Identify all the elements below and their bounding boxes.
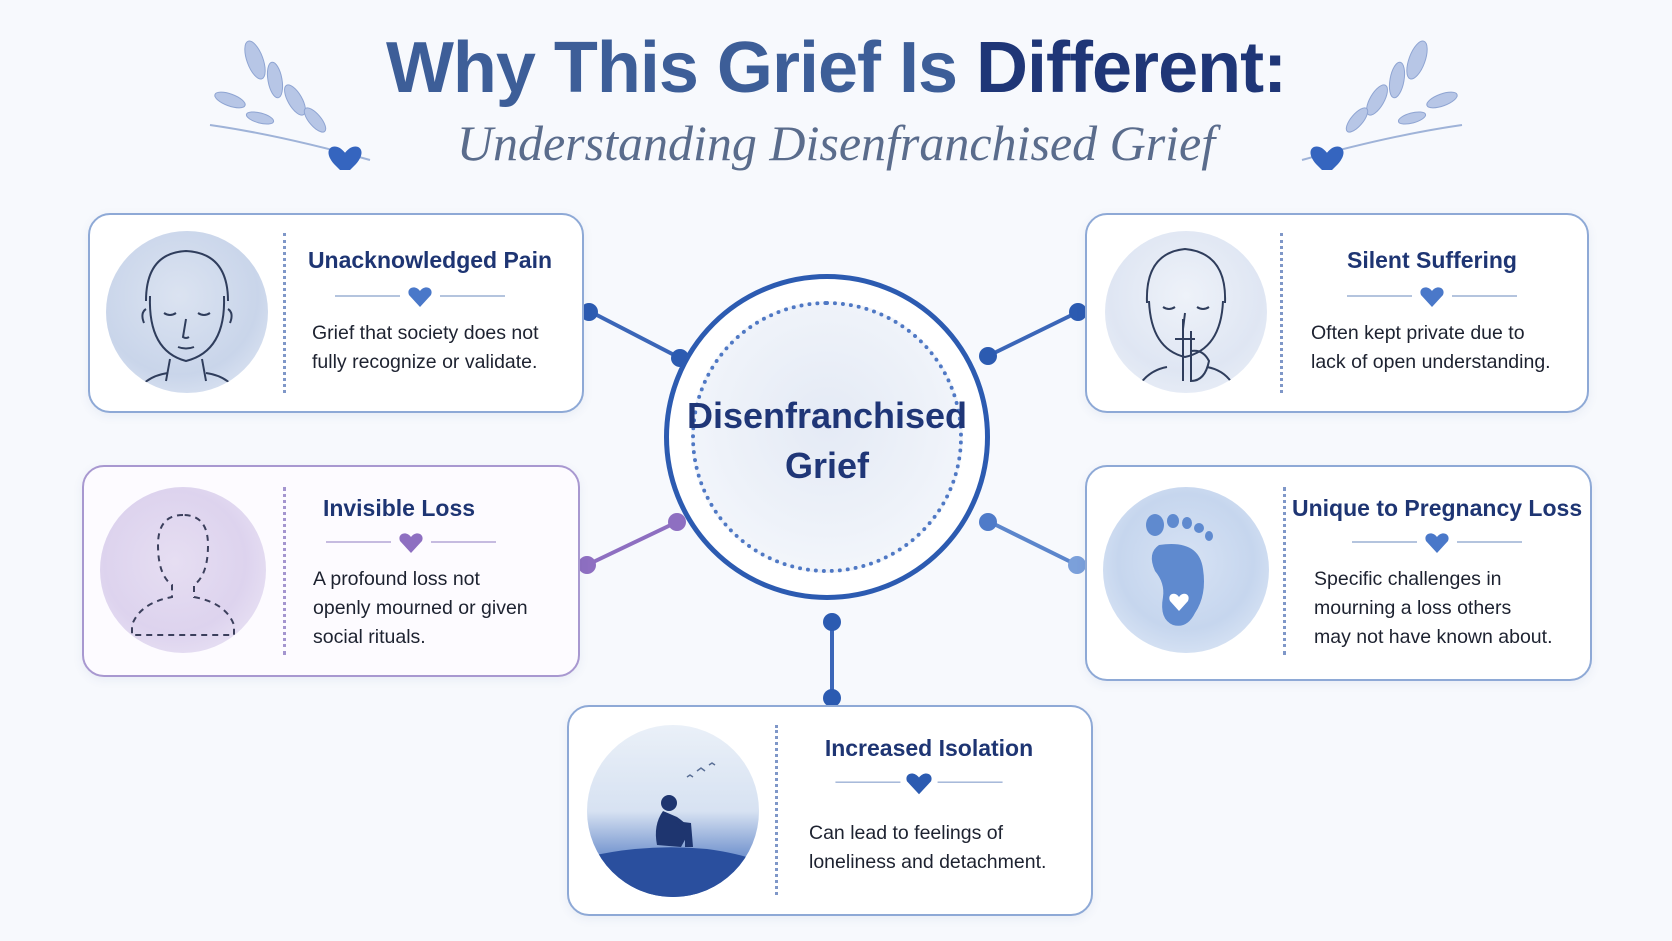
center-label-line-1: Disenfranchised (686, 395, 968, 436)
card-heading: Unacknowledged Pain (307, 247, 553, 273)
leaf-sprig-left-icon (209, 40, 371, 170)
desc-line: openly mourned or given (313, 597, 528, 619)
calm-face-icon (135, 249, 239, 393)
connector-invisible-loss (586, 520, 678, 567)
heart-divider (835, 773, 1003, 795)
leaf-sprig-right-icon (1301, 40, 1463, 170)
lonely-seated-figure-icon (587, 762, 759, 897)
center-label-line-2: Grief (784, 445, 870, 486)
heart-divider (335, 287, 505, 307)
card-invisible-loss: Invisible Loss A profound loss not openl… (82, 465, 580, 677)
card-silent-suffering: Silent Suffering Often kept private due … (1085, 213, 1589, 413)
node-dot (668, 513, 686, 531)
card-unacknowledged-pain: Unacknowledged Pain Grief that society d… (88, 213, 584, 413)
baby-footprint-icon (1146, 514, 1213, 626)
card-description: Specific challenges in mourning a loss o… (1314, 565, 1584, 652)
card-heading: Invisible Loss (322, 495, 476, 521)
heart-icon (408, 287, 432, 307)
card-description: Often kept private due to lack of open u… (1311, 319, 1581, 377)
desc-line: may not have known about. (1314, 626, 1553, 648)
heart-icon (906, 773, 932, 795)
node-dot (979, 347, 997, 365)
heart-divider (1347, 287, 1517, 307)
card-description: A profound loss not openly mourned or gi… (313, 565, 563, 652)
card-description: Grief that society does not fully recogn… (312, 319, 572, 377)
card-divider (1280, 233, 1283, 393)
center-node: Disenfranchised Grief (664, 274, 990, 600)
title-part-2: Different: (976, 28, 1287, 108)
card-divider (283, 487, 286, 655)
connector-pregnancy-loss (989, 520, 1078, 567)
node-dot (979, 513, 997, 531)
desc-line: Often kept private due to (1311, 322, 1525, 344)
center-label: Disenfranchised Grief (669, 391, 985, 491)
node-dot (823, 689, 841, 707)
desc-line: fully recognize or validate. (312, 351, 538, 373)
avatar (1103, 487, 1269, 653)
shush-face-icon (1134, 247, 1238, 393)
desc-line: social rituals. (313, 626, 426, 648)
card-divider (283, 233, 286, 393)
heart-icon (399, 533, 423, 553)
title-part-1: Why This Grief Is (385, 28, 977, 108)
node-dot (1068, 556, 1086, 574)
card-increased-isolation: Increased Isolation Can lead to feelings… (567, 705, 1093, 916)
heart-divider (326, 533, 496, 553)
page-subtitle: Understanding Disenfranchised Grief (456, 115, 1216, 171)
avatar (587, 725, 759, 897)
desc-line: loneliness and detachment. (809, 851, 1047, 873)
desc-line: mourning a loss others (1314, 597, 1512, 619)
card-unique-to-pregnancy-loss: Unique to Pregnancy Loss Specific challe… (1085, 465, 1592, 681)
dashed-person-silhouette-icon (131, 513, 235, 636)
node-dot (580, 303, 598, 321)
heart-divider (1352, 533, 1522, 553)
card-heading: Increased Isolation (824, 735, 1034, 761)
desc-line: Can lead to feelings of (809, 822, 1004, 844)
card-divider (1283, 487, 1286, 655)
heart-icon (1425, 533, 1449, 553)
desc-line: Specific challenges in (1314, 568, 1502, 590)
desc-line: lack of open understanding. (1311, 351, 1551, 373)
desc-line: A profound loss not (313, 568, 480, 590)
node-dot (1069, 303, 1087, 321)
card-divider (775, 725, 778, 895)
page-title: Why This Grief Is Different: (0, 28, 1672, 108)
title-block: Why This Grief Is Different: Understandi… (0, 28, 1672, 172)
avatar (1105, 231, 1267, 393)
card-heading: Unique to Pregnancy Loss (1292, 495, 1583, 521)
connector-unacknowledged-pain (590, 310, 681, 360)
node-dot (823, 613, 841, 631)
node-dot (578, 556, 596, 574)
avatar (100, 487, 266, 653)
avatar (106, 231, 268, 393)
heart-icon (1420, 287, 1444, 307)
center-inner-ring (691, 301, 963, 573)
card-description: Can lead to feelings of loneliness and d… (809, 819, 1079, 877)
connector-silent-suffering (987, 310, 1079, 358)
card-heading: Silent Suffering (1347, 247, 1517, 273)
desc-line: Grief that society does not (312, 322, 539, 344)
